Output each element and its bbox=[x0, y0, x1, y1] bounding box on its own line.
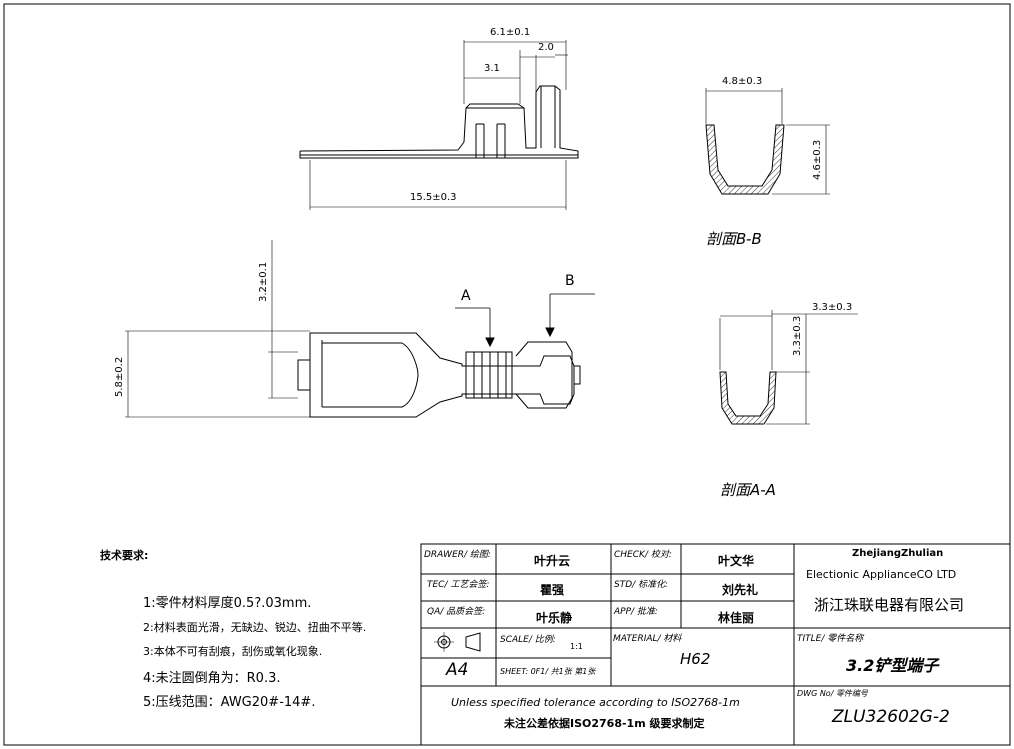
dim-body-height: 5.8±0.2 bbox=[114, 356, 125, 397]
tolerance-en: Unless specified tolerance according to … bbox=[451, 696, 740, 709]
dim-slot-height: 3.2±0.1 bbox=[258, 261, 269, 302]
section-marker-b: B bbox=[565, 273, 575, 289]
tec-label: TEC/ 工艺会签: bbox=[427, 580, 490, 590]
tec-value: 瞿强 bbox=[540, 583, 565, 597]
section-a-width: 3.3±0.3 bbox=[812, 302, 853, 313]
section-marker-a: A bbox=[461, 288, 471, 304]
company-cn: 浙江珠联电器有限公司 bbox=[814, 596, 965, 614]
note-item: 1:零件材料厚度0.5?.03mm. bbox=[143, 596, 312, 611]
section-a-label: 剖面A-A bbox=[720, 481, 776, 499]
app-value: 林佳丽 bbox=[718, 611, 755, 625]
drawer-value: 叶升云 bbox=[534, 554, 571, 568]
qa-label: QA/ 品质会签: bbox=[427, 607, 486, 617]
company-en-2: Electionic ApplianceCO LTD bbox=[806, 568, 957, 581]
material-label: MATERIAL/ 材料 bbox=[613, 634, 682, 644]
tolerance-cn: 未注公差依据ISO2768-1m 级要求制定 bbox=[504, 717, 705, 730]
note-item: 3:本体不可有刮痕，刮伤或氧化现象. bbox=[143, 645, 323, 658]
std-value: 刘先礼 bbox=[722, 583, 759, 597]
scale-label: SCALE/ 比例: bbox=[500, 635, 556, 645]
section-b-label: 剖面B-B bbox=[706, 230, 762, 248]
qa-value: 叶乐静 bbox=[536, 611, 573, 625]
dim-overall-width: 6.1±0.1 bbox=[490, 27, 531, 38]
note-item: 2:材料表面光滑，无缺边、锐边、扭曲不平等. bbox=[143, 621, 367, 634]
scale-value: 1:1 bbox=[570, 642, 583, 651]
note-item: 4:未注圆倒角为：R0.3. bbox=[143, 671, 281, 686]
top-view bbox=[299, 40, 579, 210]
check-label: CHECK/ 校对: bbox=[614, 550, 672, 560]
dim-tab: 2.0 bbox=[538, 42, 554, 53]
notes-title: 技术要求: bbox=[100, 549, 149, 562]
check-value: 叶文华 bbox=[718, 554, 755, 568]
title-label: TITLE/ 零件名称 bbox=[797, 634, 864, 644]
company-en-1: ZhejiangZhulian bbox=[852, 548, 944, 559]
paper-size: A4 bbox=[446, 660, 469, 680]
title-value: 3.2铲型端子 bbox=[846, 656, 939, 675]
material-value: H62 bbox=[680, 650, 711, 668]
front-view bbox=[125, 240, 595, 418]
section-a-a bbox=[719, 310, 858, 425]
section-b-b bbox=[705, 88, 830, 195]
dwg-label: DWG No/ 零件编号 bbox=[797, 689, 868, 698]
sheet-label: SHEET: 0F1/ 共1张 第1张 bbox=[500, 667, 596, 676]
section-a-height: 3.3±0.3 bbox=[792, 315, 803, 356]
note-item: 5:压线范围：AWG20#-14#. bbox=[143, 695, 316, 710]
app-label: APP/ 批准: bbox=[614, 607, 658, 617]
dim-slot: 3.1 bbox=[484, 63, 500, 74]
dwg-value: ZLU32602G-2 bbox=[832, 707, 950, 727]
dim-length: 15.5±0.3 bbox=[410, 192, 457, 203]
title-block bbox=[420, 543, 1011, 746]
section-b-width: 4.8±0.3 bbox=[722, 76, 763, 87]
std-label: STD/ 标准化: bbox=[614, 580, 669, 590]
section-b-height: 4.6±0.3 bbox=[812, 139, 823, 180]
drawer-label: DRAWER/ 绘图: bbox=[424, 550, 491, 560]
